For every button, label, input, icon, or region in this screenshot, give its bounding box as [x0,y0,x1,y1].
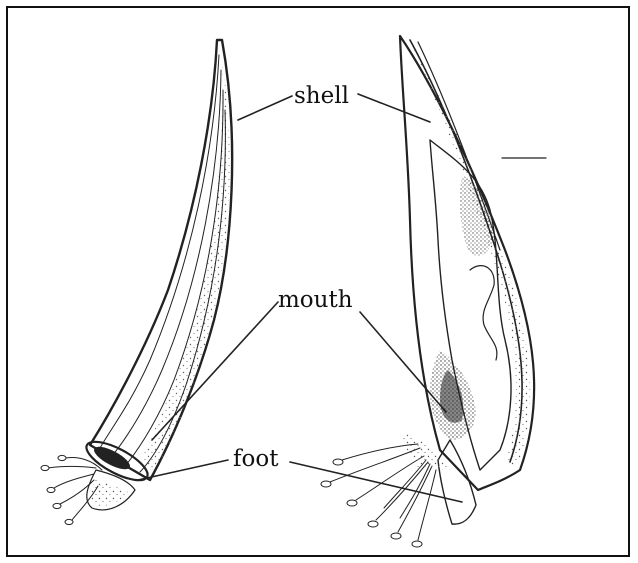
mouth-label: mouth [278,287,353,313]
shell-label: shell [294,83,349,109]
foot-label: foot [233,446,279,472]
right-cutaway-illustration [321,36,546,547]
left-shell-illustration [41,40,232,525]
